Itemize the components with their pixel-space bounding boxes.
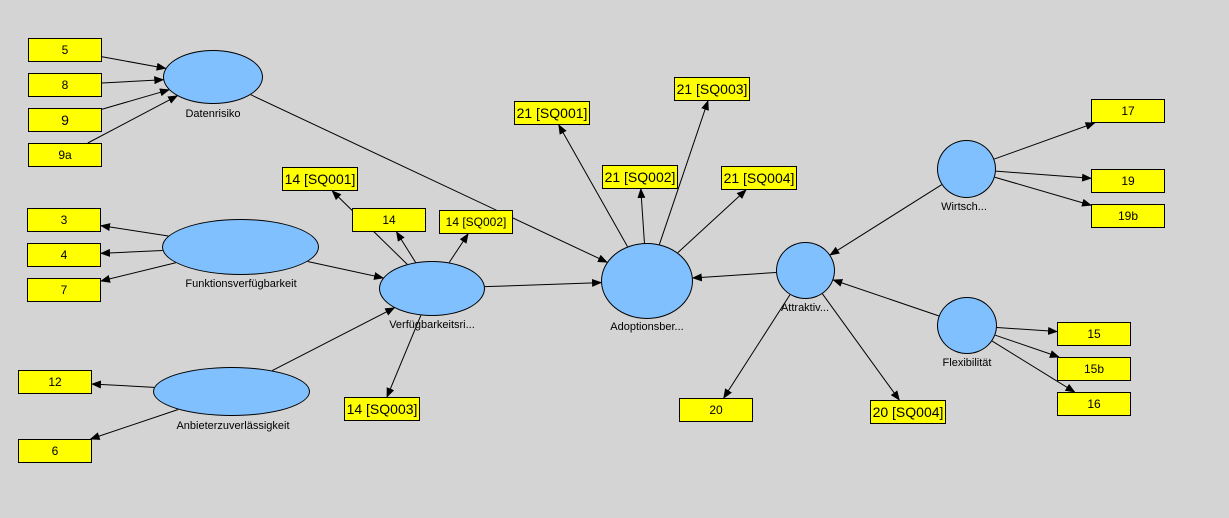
arrow-anbieter-to-i6 xyxy=(89,409,179,440)
indicator-19b[interactable]: 19b xyxy=(1091,204,1165,228)
arrow-i9a-to-datenrisiko xyxy=(87,95,179,144)
indicator-17[interactable]: 17 xyxy=(1091,99,1165,123)
latent-label-funktionsverfuegbarkeit: Funktionsverfügbarkeit xyxy=(185,278,297,290)
indicator-15b[interactable]: 15b xyxy=(1057,357,1131,381)
indicator-14-sq002[interactable]: 14 [SQ002] xyxy=(439,210,513,234)
arrow-attraktiv-to-i20 xyxy=(723,294,791,399)
indicator-16[interactable]: 16 xyxy=(1057,392,1131,416)
indicator-20[interactable]: 20 xyxy=(679,398,753,422)
latent-variable-wirtschaftlichkeit[interactable] xyxy=(937,140,996,198)
indicator-14-sq001[interactable]: 14 [SQ001] xyxy=(282,167,358,191)
indicator-15[interactable]: 15 xyxy=(1057,322,1131,346)
latent-label-anbieterzuverlaessigkeit: Anbieterzuverlässigkeit xyxy=(176,420,290,432)
indicator-9[interactable]: 9 xyxy=(28,108,102,132)
latent-variable-flexibilitaet[interactable] xyxy=(937,297,997,354)
arrow-i8-to-datenrisiko xyxy=(101,76,165,85)
indicator-12[interactable]: 12 xyxy=(18,370,92,394)
arrow-verfueg-to-i14s3 xyxy=(386,315,422,398)
latent-variable-funktionsverfuegbarkeit[interactable] xyxy=(162,219,319,275)
indicator-14[interactable]: 14 xyxy=(352,208,426,232)
arrow-verfueg-to-i14 xyxy=(396,231,417,263)
latent-variable-adoptionsbereitschaft[interactable] xyxy=(601,243,693,319)
indicator-5[interactable]: 5 xyxy=(28,38,102,62)
arrow-flex-to-i15 xyxy=(996,326,1058,335)
indicator-21-sq001[interactable]: 21 [SQ001] xyxy=(514,101,590,125)
arrow-flex-to-i15b xyxy=(995,334,1060,358)
indicator-9a[interactable]: 9a xyxy=(28,143,102,167)
arrow-verfueg-to-adoption xyxy=(484,278,603,288)
arrow-adoption-to-i21s2 xyxy=(637,188,646,244)
arrow-adoption-to-i21s1 xyxy=(558,124,628,247)
latent-variable-verfuegbarkeitsrisiko[interactable] xyxy=(379,261,485,316)
arrow-datenrisiko-to-adoption xyxy=(250,94,608,263)
arrow-attraktiv-to-adoption xyxy=(691,271,777,282)
arrow-anbieter-to-verfueg xyxy=(272,307,396,372)
arrow-wirtsch-to-attraktiv xyxy=(829,184,942,256)
indicator-21-sq002[interactable]: 21 [SQ002] xyxy=(602,165,678,189)
indicator-4[interactable]: 4 xyxy=(27,243,101,267)
arrow-anbieter-to-i12 xyxy=(91,380,155,389)
arrow-i9-to-datenrisiko xyxy=(101,88,170,110)
latent-label-wirtschaftlichkeit: Wirtsch... xyxy=(941,201,987,213)
arrow-wirtsch-to-i19b xyxy=(994,176,1092,207)
arrow-flex-to-i16 xyxy=(991,340,1076,393)
arrow-funktion-to-i3 xyxy=(100,223,169,237)
arrow-funktion-to-verfueg xyxy=(307,261,385,280)
indicator-3[interactable]: 3 xyxy=(27,208,101,232)
latent-variable-anbieterzuverlaessigkeit[interactable] xyxy=(153,367,310,416)
indicator-21-sq003[interactable]: 21 [SQ003] xyxy=(674,77,750,101)
arrow-funktion-to-i4 xyxy=(100,248,163,257)
arrow-wirtsch-to-i19 xyxy=(995,170,1092,182)
indicator-19[interactable]: 19 xyxy=(1091,169,1165,193)
latent-label-flexibilitaet: Flexibilität xyxy=(942,357,992,369)
latent-label-adoptionsbereitschaft: Adoptionsber... xyxy=(610,321,684,333)
latent-label-attraktivitaet: Attraktiv... xyxy=(780,302,830,314)
latent-variable-attraktivitaet[interactable] xyxy=(776,242,835,299)
latent-label-verfuegbarkeitsrisiko: Verfügbarkeitsri... xyxy=(389,319,475,331)
arrow-flex-to-attraktiv xyxy=(832,279,939,317)
arrow-adoption-to-i21s3 xyxy=(658,100,709,245)
indicator-7[interactable]: 7 xyxy=(27,278,101,302)
arrow-wirtsch-to-i17 xyxy=(994,122,1096,160)
indicator-20-sq004[interactable]: 20 [SQ004] xyxy=(870,400,946,424)
arrow-funktion-to-i7 xyxy=(100,262,176,283)
arrow-verfueg-to-i14s2 xyxy=(448,233,469,263)
indicator-14-sq003[interactable]: 14 [SQ003] xyxy=(344,397,420,421)
indicator-6[interactable]: 6 xyxy=(18,439,92,463)
indicator-21-sq004[interactable]: 21 [SQ004] xyxy=(721,166,797,190)
arrow-attraktiv-to-i20s4 xyxy=(822,293,900,401)
latent-label-datenrisiko: Datenrisiko xyxy=(185,108,241,120)
indicator-8[interactable]: 8 xyxy=(28,73,102,97)
latent-variable-datenrisiko[interactable] xyxy=(163,50,263,104)
arrow-adoption-to-i21s4 xyxy=(677,189,747,254)
arrow-i5-to-datenrisiko xyxy=(101,56,167,71)
